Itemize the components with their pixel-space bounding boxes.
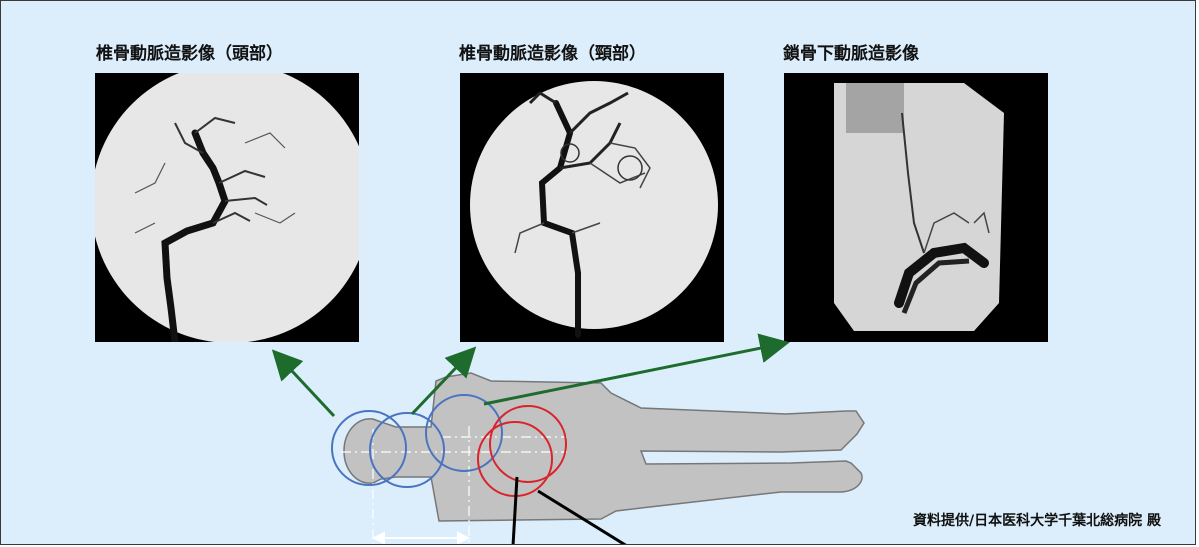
- image-credit: 資料提供/日本医科大学千葉北総病院 殿: [913, 510, 1161, 530]
- body-silhouette: [344, 373, 864, 521]
